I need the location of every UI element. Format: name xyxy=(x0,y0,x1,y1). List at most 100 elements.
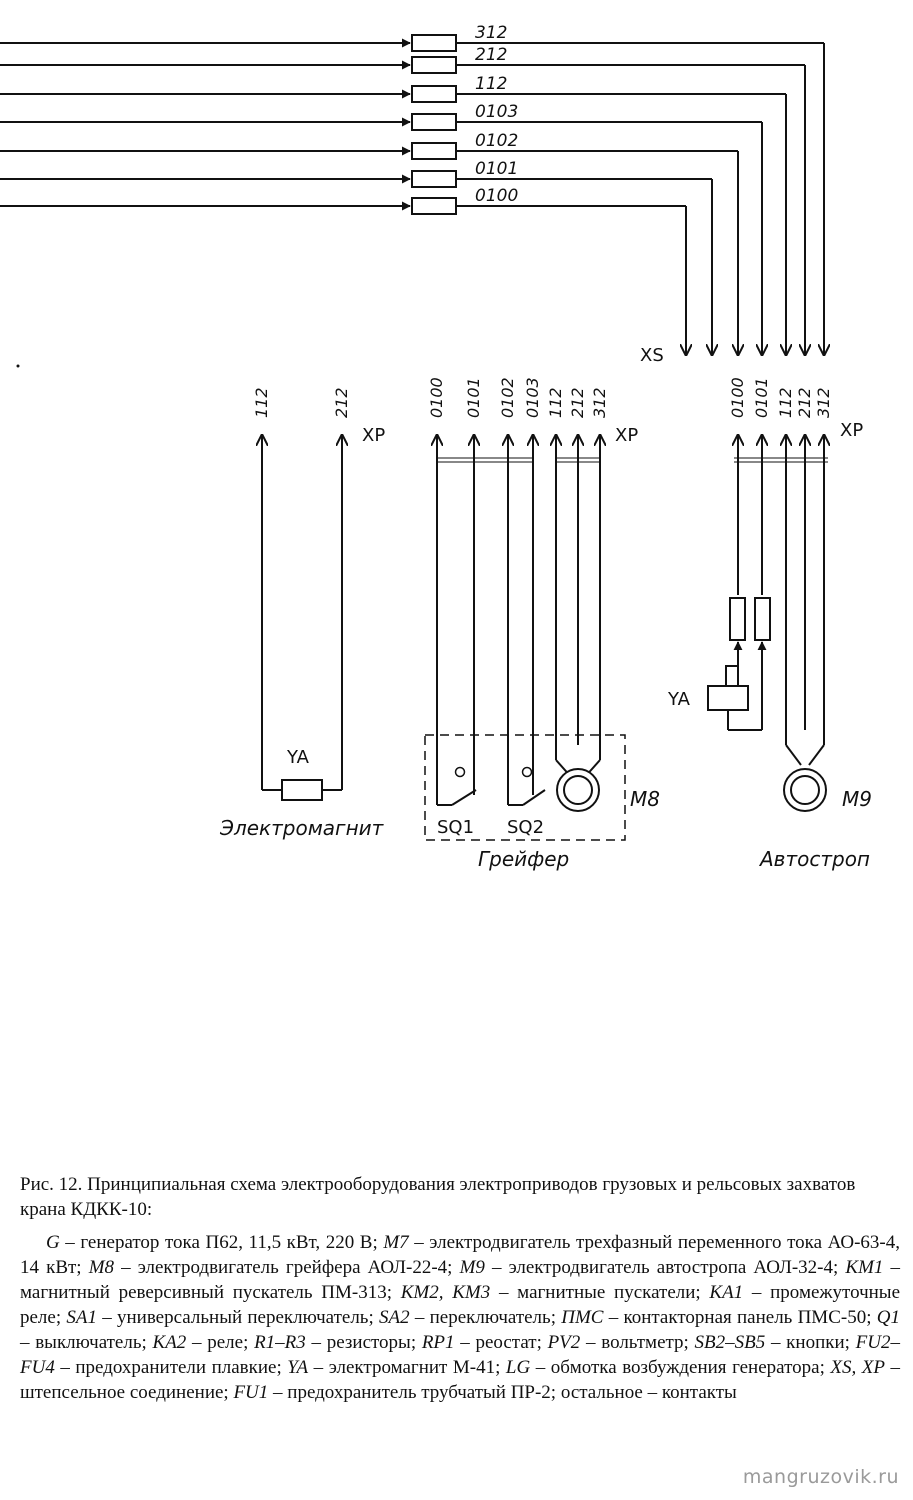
electromagnet-name: Электромагнит xyxy=(219,816,385,840)
legend-text: – генератор тока П62, 11,5 кВт, 220 В; xyxy=(59,1232,384,1253)
terminal-label: 0100 xyxy=(427,377,446,418)
electromagnet-terminal-2: 212 xyxy=(332,387,351,418)
legend-text: – обмотка возбуждения генератора; xyxy=(530,1357,831,1378)
bus-fuse-0103 xyxy=(411,113,457,131)
autostrop-name: Автостроп xyxy=(758,847,870,871)
connector-xs: XS xyxy=(640,345,664,366)
bus-wire-label: 112 xyxy=(475,74,507,94)
legend-key: SA2 xyxy=(379,1307,410,1328)
legend-key: XS, XP xyxy=(830,1357,885,1378)
bus-wire-label: 312 xyxy=(475,23,507,43)
electromagnet-terminal-1: 112 xyxy=(252,387,271,418)
bus-wire-0102: 0102 xyxy=(0,131,738,355)
motor-m8-label: M8 xyxy=(630,787,660,811)
caption-legend: G – генератор тока П62, 11,5 кВт, 220 В;… xyxy=(20,1230,900,1405)
legend-text: – выключатель; xyxy=(20,1332,153,1353)
legend-text: – магнитные пускатели; xyxy=(490,1282,710,1303)
legend-key: PV2 xyxy=(547,1332,581,1353)
bus-wire-label: 0103 xyxy=(475,102,518,122)
legend-key: FU2–FU4 xyxy=(20,1332,900,1378)
legend-key: YA xyxy=(287,1357,309,1378)
bus-wire-0103: 0103 xyxy=(0,102,762,355)
legend-key: M7 xyxy=(383,1232,409,1253)
bus-fuse-112 xyxy=(411,85,457,103)
grab-xp-label: XP xyxy=(615,425,638,446)
terminal-label: 312 xyxy=(590,387,609,418)
electromagnet-coil xyxy=(281,779,323,801)
legend-text: – электродвигатель грейфера АОЛ-22-4; xyxy=(114,1257,460,1278)
legend-key: KA2 xyxy=(152,1332,187,1353)
legend-text: – реостат; xyxy=(454,1332,548,1353)
legend-text: – промежуточные реле; xyxy=(20,1282,901,1328)
bus-wire-label: 0101 xyxy=(475,159,518,179)
motor-m9-label: M9 xyxy=(842,787,872,811)
xs-label: XS xyxy=(640,345,664,366)
legend-text: – реле; xyxy=(186,1332,255,1353)
bus-wire-212: 212 xyxy=(0,45,805,355)
bus-fuse-312 xyxy=(411,34,457,52)
electromagnet-coil-label: YA xyxy=(286,747,310,768)
bus-wire-label: 0100 xyxy=(475,186,518,206)
terminal-label: 112 xyxy=(546,387,565,418)
bus-wire-312: 312 xyxy=(0,23,824,355)
electromagnet-block: YA 112 212 XP Электромагнит xyxy=(219,387,385,840)
legend-text: – переключатель; xyxy=(409,1307,562,1328)
terminal-label: 0102 xyxy=(498,377,517,418)
legend-text: – вольтметр; xyxy=(580,1332,695,1353)
legend-text: остальное – контакты xyxy=(560,1382,737,1403)
bus-wire-0100: 0100 xyxy=(0,186,686,355)
legend-key: LG xyxy=(505,1357,531,1378)
legend-key: FU1 xyxy=(233,1382,269,1403)
bus-fuse-0100 xyxy=(411,197,457,215)
terminal-label: 0101 xyxy=(464,377,483,418)
bus-fuse-0101 xyxy=(411,170,457,188)
legend-text: – электродвигатель трехфазный переменног… xyxy=(20,1232,900,1278)
legend-key: SA1 xyxy=(66,1307,97,1328)
legend-text: – кнопки; xyxy=(765,1332,856,1353)
terminal-label: 0103 xyxy=(523,377,542,418)
terminal-label: 312 xyxy=(814,387,833,418)
fuse-2 xyxy=(754,597,771,641)
legend-key: SB2–SB5 xyxy=(694,1332,766,1353)
autostrop-xp-label: XP xyxy=(840,420,863,441)
legend-text: – резисторы; xyxy=(305,1332,422,1353)
bus-wire-112: 112 xyxy=(0,74,786,355)
electromagnet-xp-label: XP xyxy=(362,425,385,446)
switch-sq1-label: SQ1 xyxy=(437,817,474,838)
legend-text: – штепсельное соединение; xyxy=(20,1357,901,1403)
terminal-label: 212 xyxy=(568,387,587,418)
legend-text: – электромагнит М-41; xyxy=(308,1357,506,1378)
legend-key: R1–R3 xyxy=(254,1332,306,1353)
bus-fuse-0102 xyxy=(411,142,457,160)
bus-wire-0101: 0101 xyxy=(0,159,712,355)
legend-text: – магнитный реверсивный пускатель ПМ-313… xyxy=(20,1257,900,1303)
terminal-label: 212 xyxy=(795,387,814,418)
bus-wire-label: 212 xyxy=(475,45,507,65)
bus-fuse-212 xyxy=(411,56,457,74)
figure-caption: Рис. 12. Принципиальная схема электрообо… xyxy=(20,1172,900,1405)
legend-key: M9 xyxy=(459,1257,485,1278)
watermark: mangruzovik.ru xyxy=(742,1466,899,1488)
legend-key: KM1 xyxy=(845,1257,884,1278)
legend-key: KA1 xyxy=(709,1282,744,1303)
legend-text: – предохранители плавкие; xyxy=(54,1357,288,1378)
terminal-label: 0100 xyxy=(728,377,747,418)
autostrop-coil-label: YA xyxy=(667,689,691,710)
legend-key: RP1 xyxy=(421,1332,455,1353)
caption-title: Рис. 12. Принципиальная схема электрообо… xyxy=(20,1174,856,1220)
legend-text: – предохранитель трубчатый ПР-2; xyxy=(268,1382,561,1403)
legend-key: ПМС xyxy=(561,1307,604,1328)
terminal-label: 0101 xyxy=(752,377,771,418)
legend-text: – контакторная панель ПМС-50; xyxy=(603,1307,877,1328)
legend-text: – электродвигатель автостропа АОЛ-32-4; xyxy=(484,1257,846,1278)
fuse-1 xyxy=(729,597,746,641)
bus-wire-label: 0102 xyxy=(475,131,518,151)
legend-key: KM2, KM3 xyxy=(400,1282,491,1303)
switch-sq2-label: SQ2 xyxy=(507,817,544,838)
legend-key: Q1 xyxy=(876,1307,900,1328)
